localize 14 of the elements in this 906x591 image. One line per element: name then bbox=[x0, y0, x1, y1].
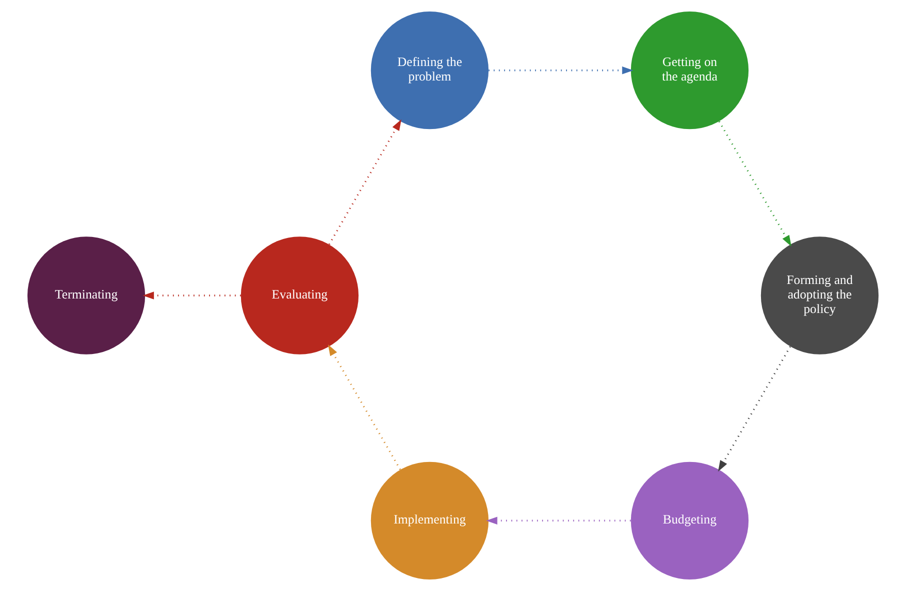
node-circle: Getting on the agenda bbox=[630, 12, 749, 130]
node-circle: Implementing bbox=[370, 462, 489, 580]
node-circle: Budgeting bbox=[630, 462, 749, 580]
arrow bbox=[718, 346, 791, 472]
node-circle: Evaluating bbox=[240, 236, 359, 354]
node-circle: Forming and adopting the policy bbox=[760, 236, 879, 354]
arrow bbox=[142, 292, 241, 300]
arrow bbox=[486, 516, 631, 525]
arrow bbox=[488, 66, 634, 74]
arrow bbox=[328, 344, 401, 470]
arrow bbox=[328, 119, 402, 245]
node-circle: Terminating bbox=[27, 236, 146, 354]
node-circle: Defining the problem bbox=[370, 12, 489, 130]
arrow bbox=[718, 121, 792, 246]
